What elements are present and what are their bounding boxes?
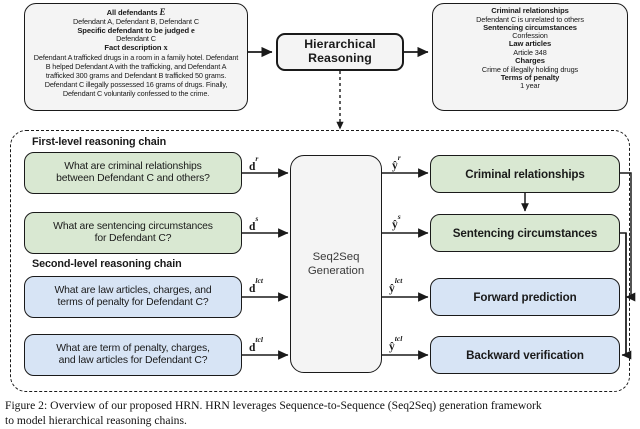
question-line1: What are sentencing circumstances (53, 220, 213, 232)
criminal-relationships-value: Defendant C is unrelated to others (476, 14, 584, 24)
vector-label-yhat-r: ŷr (392, 152, 401, 172)
seq2seq-generation-box: Seq2Seq Generation (290, 155, 382, 373)
question-line1: What are law articles, charges, and (54, 284, 212, 296)
output-box-criminal-relationships: Criminal relationships (430, 155, 620, 193)
symbol-x: x (163, 43, 168, 53)
charges-label: Charges (515, 56, 545, 66)
sentencing-circumstances-label: Sentencing circumstances (483, 22, 577, 32)
all-defendants-value: Defendant A, Defendant B, Defendant C (72, 16, 200, 26)
output-label: Backward verification (466, 348, 584, 362)
vector-label-yhat-lct: ŷlct (389, 275, 403, 295)
symbol-e: e (191, 25, 195, 35)
question-box-forward: What are law articles, charges, and term… (24, 276, 242, 318)
question-box-backward: What are term of penalty, charges, and l… (24, 334, 242, 376)
terms-of-penalty-label: Terms of penalty (500, 72, 560, 82)
seq2seq-line1: Seq2Seq (312, 250, 360, 263)
output-box-sentencing-circumstances: Sentencing circumstances (430, 214, 620, 252)
caption-line1: Figure 2: Overview of our proposed HRN. … (5, 399, 542, 412)
case-output-panel: Criminal relationships Defendant C is un… (432, 3, 628, 111)
reasoning-chain-container (10, 130, 630, 392)
terms-of-penalty-value: 1 year (520, 81, 540, 91)
vector-label-d-tcl: dtcl (249, 334, 263, 354)
vector-label-yhat-tcl: ŷtcl (389, 333, 403, 353)
sentencing-circumstances-value: Confession (512, 31, 548, 41)
output-label: Sentencing circumstances (452, 226, 598, 240)
law-articles-label: Law articles (508, 39, 552, 49)
output-box-backward-verification: Backward verification (430, 336, 620, 374)
figure-caption: Figure 2: Overview of our proposed HRN. … (5, 398, 637, 429)
criminal-relationships-label: Criminal relationships (491, 6, 569, 15)
question-box-criminal-relationships: What are criminal relationships between … (24, 152, 242, 194)
vector-label-yhat-s: ŷs (392, 211, 401, 231)
question-box-sentencing-circumstances: What are sentencing circumstances for De… (24, 212, 242, 254)
specific-defendant-value: Defendant C (116, 34, 156, 44)
first-level-chain-label: First-level reasoning chain (32, 136, 167, 148)
seq2seq-line2: Generation (307, 265, 365, 277)
output-label: Criminal relationships (465, 167, 585, 181)
question-line1: What are term of penalty, charges, (56, 342, 210, 354)
question-line1: What are criminal relationships (64, 160, 202, 172)
charges-value: Crime of illegally holding drugs (481, 64, 579, 74)
output-box-forward-prediction: Forward prediction (430, 278, 620, 316)
vector-label-d-lct: dlct (249, 275, 263, 295)
second-level-chain-label: Second-level reasoning chain (32, 258, 182, 270)
fact-description-text: Defendant A trafficked drugs in a room i… (33, 52, 239, 99)
question-line2: terms of penalty for Defendant C? (57, 297, 209, 308)
hierarchical-title-line2: Reasoning (308, 51, 372, 65)
law-articles-value: Article 348 (513, 47, 547, 57)
vector-label-d-s: ds (249, 213, 259, 233)
question-line2: between Defendant C and others? (56, 173, 210, 184)
vector-label-d-r: dr (249, 153, 259, 173)
output-label: Forward prediction (473, 290, 577, 304)
symbol-E: E (159, 7, 166, 17)
hierarchical-reasoning-box: Hierarchical Reasoning (276, 33, 404, 71)
question-line2: for Defendant C? (94, 233, 172, 244)
question-line2: and law articles for Defendant C? (58, 355, 208, 366)
hierarchical-title-line1: Hierarchical (304, 37, 376, 52)
